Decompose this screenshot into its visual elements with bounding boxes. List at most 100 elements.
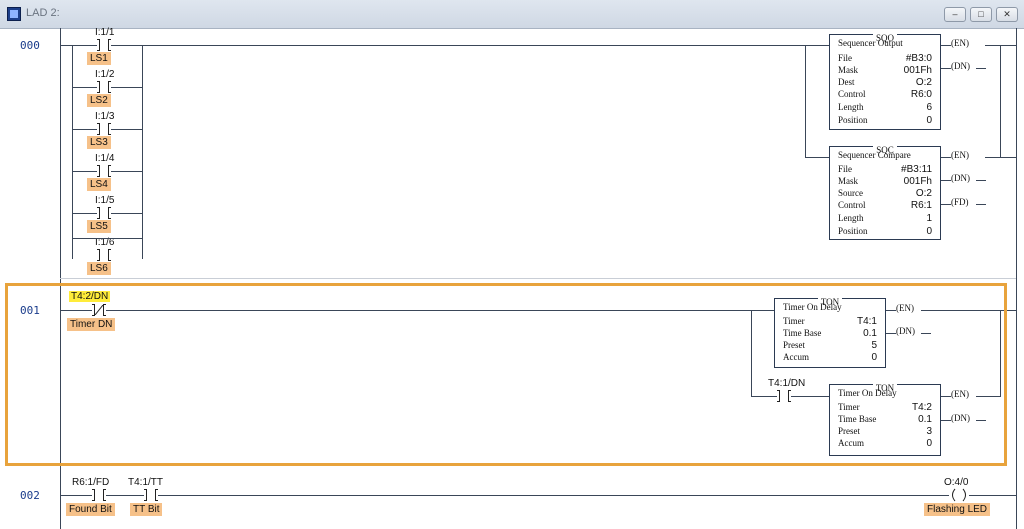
ton-param-value[interactable]: T4:1: [856, 316, 877, 327]
rung-number[interactable]: 001: [20, 304, 40, 317]
maximize-button[interactable]: □: [970, 7, 992, 22]
no-contact[interactable]: [97, 39, 111, 51]
sqc-param-value[interactable]: 1: [926, 213, 932, 224]
contact-tag: Timer DN: [67, 318, 116, 331]
ton-param-label: Accum: [838, 438, 864, 448]
window-title: LAD 2:: [26, 7, 60, 19]
contact-address[interactable]: I:1/1: [95, 27, 115, 38]
no-contact[interactable]: [97, 207, 111, 219]
contact-tag: LS2: [87, 94, 111, 107]
sqc-fd-coil[interactable]: (FD): [951, 197, 969, 207]
ton-en-coil[interactable]: (EN): [951, 389, 969, 399]
sqc-name: Sequencer Compare: [838, 150, 911, 160]
no-contact[interactable]: [777, 390, 791, 402]
contact-address[interactable]: I:1/3: [95, 111, 115, 122]
contact-tag: TT Bit: [130, 503, 163, 516]
sqo-param-value[interactable]: O:2: [915, 77, 932, 88]
sqc-type: SQC: [873, 145, 897, 155]
ton-dn-coil[interactable]: (DN): [896, 326, 915, 336]
contact-address[interactable]: T4:1/TT: [128, 477, 164, 488]
sqc-param-label: Length: [838, 213, 864, 223]
sqo-param-label: Control: [838, 89, 866, 99]
ton-param-value[interactable]: 0.1: [863, 328, 877, 339]
contact-address[interactable]: I:1/6: [95, 237, 115, 248]
sqc-param-label: Position: [838, 226, 868, 236]
ton-param-label: Time Base: [838, 414, 877, 424]
sqo-param-value[interactable]: 6: [926, 102, 932, 113]
sqo-param-label: Dest: [838, 77, 855, 87]
sqc-param-label: Control: [838, 200, 866, 210]
ton-param-label: Accum: [783, 352, 809, 362]
no-contact[interactable]: [97, 249, 111, 261]
ton-param-value[interactable]: 0: [871, 352, 877, 363]
sqc-param-label: Source: [838, 188, 863, 198]
contact-address[interactable]: I:1/4: [95, 153, 115, 164]
sqc-param-value[interactable]: O:2: [915, 188, 932, 199]
contact-tag: Found Bit: [66, 503, 115, 516]
ton-dn-coil[interactable]: (DN): [951, 413, 970, 423]
sqo-type: SQO: [872, 33, 897, 43]
window-titlebar: LAD 2: – □ ✕: [0, 0, 1024, 29]
ton-instruction[interactable]: TON Timer On Delay Timer T4:2 Time Base 0.…: [829, 383, 941, 456]
sqc-param-value[interactable]: R6:1: [910, 200, 932, 211]
sqo-param-value[interactable]: 0: [926, 115, 932, 126]
sqc-param-value[interactable]: 001Fh: [903, 176, 932, 187]
contact-address[interactable]: R6:1/FD: [72, 477, 110, 488]
sqo-param-value[interactable]: 001Fh: [903, 65, 932, 76]
contact-tag: LS6: [87, 262, 111, 275]
rung-number[interactable]: 000: [20, 39, 40, 52]
sqc-param-label: Mask: [838, 176, 858, 186]
sqo-param-label: Mask: [838, 65, 858, 75]
ton-type: TON: [872, 383, 898, 393]
ton-param-value[interactable]: 3: [926, 426, 932, 437]
sqo-param-value[interactable]: R6:0: [910, 89, 932, 100]
sqo-en-coil[interactable]: (EN): [951, 38, 969, 48]
nc-contact[interactable]: [92, 304, 106, 316]
sqc-dn-coil[interactable]: (DN): [951, 173, 970, 183]
close-button[interactable]: ✕: [996, 7, 1018, 22]
right-power-rail: [1016, 28, 1017, 529]
contact-address[interactable]: T4:2/DN: [69, 291, 111, 302]
sqo-param-label: Length: [838, 102, 864, 112]
no-contact[interactable]: [144, 489, 158, 501]
no-contact[interactable]: [97, 81, 111, 93]
output-address[interactable]: O:4/0: [944, 477, 969, 488]
rung-number[interactable]: 002: [20, 489, 40, 502]
contact-tag: LS3: [87, 136, 111, 149]
contact-address[interactable]: I:1/2: [95, 69, 115, 80]
sqc-param-value[interactable]: #B3:11: [901, 164, 932, 175]
contact-tag: LS5: [87, 220, 111, 233]
sqc-param-label: File: [838, 164, 853, 174]
ton-en-coil[interactable]: (EN): [896, 303, 914, 313]
sqc-param-value[interactable]: 0: [926, 226, 932, 237]
contact-address[interactable]: I:1/5: [95, 195, 115, 206]
ton-param-value[interactable]: 0: [926, 438, 932, 449]
app-icon: [7, 7, 21, 21]
ton-param-value[interactable]: 0.1: [918, 414, 932, 425]
ton-name: Timer On Delay: [838, 388, 897, 398]
no-contact[interactable]: [97, 123, 111, 135]
output-tag: Flashing LED: [924, 503, 991, 516]
sqc-en-coil[interactable]: (EN): [951, 150, 969, 160]
sqo-name: Sequencer Output: [838, 38, 903, 48]
ton-param-label: Timer: [783, 316, 805, 326]
ton-param-label: Timer: [838, 402, 860, 412]
contact-address[interactable]: T4:1/DN: [768, 378, 806, 389]
output-coil[interactable]: [949, 488, 969, 502]
sqc-instruction[interactable]: SQC Sequencer Compare File #B3:11 Mask 001…: [829, 145, 941, 240]
no-contact[interactable]: [97, 165, 111, 177]
ton-type: TON: [817, 297, 843, 307]
ton-param-label: Preset: [838, 426, 860, 436]
ton-param-value[interactable]: 5: [871, 340, 877, 351]
ton-param-value[interactable]: T4:2: [911, 402, 932, 413]
ton-param-label: Time Base: [783, 328, 822, 338]
no-contact[interactable]: [92, 489, 106, 501]
sqo-param-value[interactable]: #B3:0: [905, 53, 932, 64]
sqo-param-label: Position: [838, 115, 868, 125]
ton-param-label: Preset: [783, 340, 805, 350]
sqo-dn-coil[interactable]: (DN): [951, 61, 970, 71]
minimize-button[interactable]: –: [944, 7, 966, 22]
